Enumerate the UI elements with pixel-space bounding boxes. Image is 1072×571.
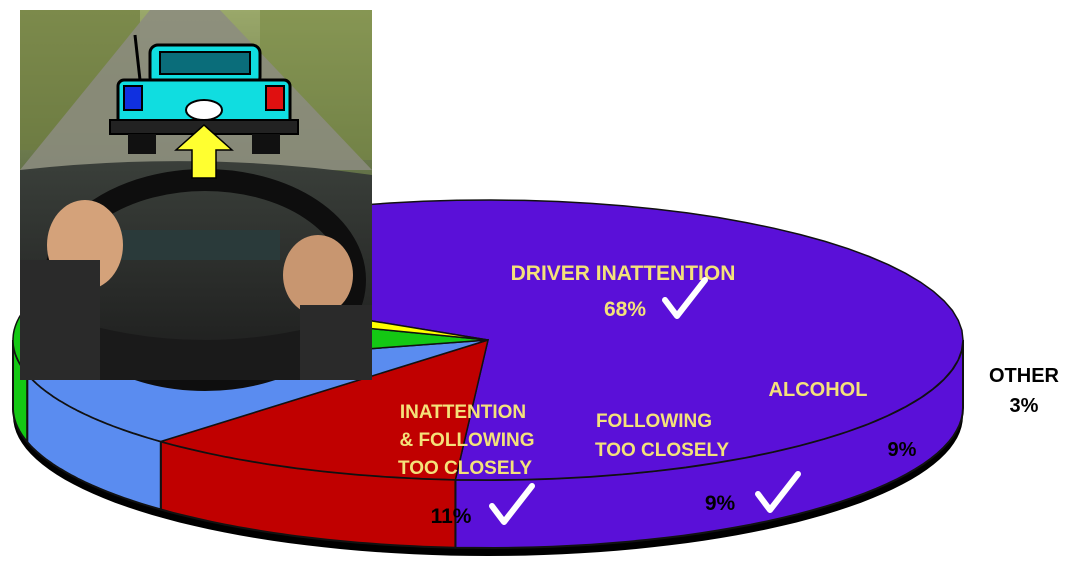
label-driver-inattention: DRIVER INATTENTION <box>511 262 736 285</box>
value-other: 3% <box>1010 395 1039 417</box>
pie-labels: DRIVER INATTENTION 68% INATTENTION & FOLLOW… <box>398 262 1060 528</box>
label-inattention-following-1: INATTENTION <box>400 402 526 423</box>
value-inattention-following: 11% <box>431 505 472 528</box>
label-inattention-following-3: TOO CLOSELY <box>398 458 532 479</box>
label-following-1: FOLLOWING <box>596 411 712 432</box>
pie-slice-2 <box>25 339 489 443</box>
pie-slice-1 <box>158 338 490 481</box>
driver-photo <box>20 10 372 391</box>
label-inattention-following-2: & FOLLOWING <box>399 430 534 451</box>
check-icon <box>755 471 801 513</box>
check-icon <box>489 483 535 525</box>
value-driver-inattention: 68% <box>604 298 646 321</box>
label-following-2: TOO CLOSELY <box>595 440 729 461</box>
value-alcohol: 9% <box>888 439 917 461</box>
label-alcohol: ALCOHOL <box>769 379 868 401</box>
check-icon <box>662 277 708 319</box>
arrow-up-icon <box>174 123 234 179</box>
label-other: OTHER <box>989 365 1060 387</box>
value-following: 9% <box>705 492 736 515</box>
